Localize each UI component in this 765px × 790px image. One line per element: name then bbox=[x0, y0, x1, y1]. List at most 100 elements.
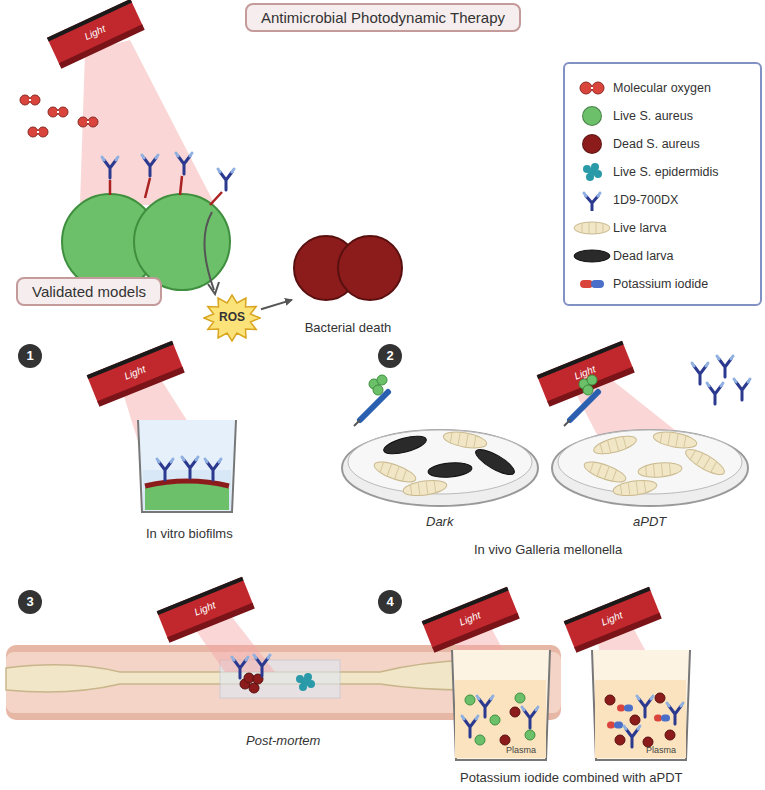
illustration-part bbox=[176, 153, 192, 174]
legend-icon bbox=[571, 217, 613, 239]
illustration-part bbox=[204, 212, 214, 290]
illustration-part bbox=[717, 356, 733, 377]
illustration-part bbox=[472, 445, 517, 479]
illustration-part bbox=[145, 483, 229, 510]
legend-row: Live larva bbox=[571, 214, 754, 242]
legend-row: Dead S. aureus bbox=[571, 130, 754, 158]
illustration-part bbox=[537, 341, 635, 407]
illustration-part bbox=[572, 189, 612, 211]
illustration-part bbox=[586, 173, 594, 181]
illustration-part bbox=[218, 169, 234, 190]
legend-row: Live S. epidermidis bbox=[571, 158, 754, 186]
ros-burst: ROS bbox=[203, 294, 261, 342]
illustration-part bbox=[574, 250, 610, 262]
illustration-part bbox=[637, 461, 682, 479]
legend-box: Molecular oxygenLive S. aureusDead S. au… bbox=[563, 62, 762, 306]
illustration-part bbox=[595, 680, 686, 758]
illustration-part bbox=[592, 650, 690, 760]
illustration-part bbox=[515, 693, 525, 703]
illustration-part bbox=[615, 735, 625, 745]
caption-label: Dark bbox=[426, 514, 453, 529]
illustration-part bbox=[580, 82, 592, 94]
legend-swatch bbox=[582, 134, 602, 154]
illustration-part bbox=[402, 478, 448, 498]
illustration-part bbox=[652, 429, 698, 450]
illustration-part bbox=[87, 341, 185, 407]
illustration-part bbox=[244, 673, 254, 683]
legend-row: Potassium iodide bbox=[571, 270, 754, 298]
illustration-part bbox=[564, 587, 662, 653]
caption-label: Plasma bbox=[506, 745, 536, 755]
illustration-part bbox=[452, 650, 550, 760]
legend-icon bbox=[571, 77, 613, 99]
illustration-part bbox=[667, 703, 683, 724]
illustration-part bbox=[472, 445, 517, 479]
illustration-part bbox=[572, 161, 612, 183]
node-text: 2 bbox=[386, 348, 393, 363]
illustration-part bbox=[372, 458, 418, 486]
illustration-part bbox=[594, 170, 602, 178]
illustration-part bbox=[249, 683, 259, 693]
legend-row: Dead larva bbox=[571, 242, 754, 270]
illustration-part bbox=[422, 587, 520, 653]
illustration-part bbox=[582, 458, 628, 486]
connector-arrow bbox=[261, 300, 292, 309]
legend-text: Molecular oxygen bbox=[613, 81, 711, 95]
illustration-part bbox=[442, 429, 488, 450]
illustration-part bbox=[583, 163, 602, 181]
caption-label: aPDT bbox=[633, 514, 666, 529]
illustration-part bbox=[145, 481, 229, 486]
legend-icon bbox=[571, 273, 613, 295]
section-band: Validated models bbox=[16, 277, 162, 306]
illustration-part bbox=[580, 82, 604, 94]
legend-row: Molecular oxygen bbox=[571, 74, 754, 102]
illustration-part bbox=[47, 0, 145, 69]
illustration-part bbox=[382, 433, 428, 458]
illustration-part bbox=[422, 587, 520, 653]
illustration-part bbox=[605, 695, 615, 705]
illustration-part bbox=[630, 715, 640, 725]
illustration-part bbox=[78, 117, 98, 127]
legend-swatch bbox=[582, 106, 602, 126]
legend-icon bbox=[571, 245, 613, 267]
illustration-part bbox=[157, 459, 173, 480]
illustration-part bbox=[572, 275, 612, 293]
legend-text: Live S. epidermidis bbox=[613, 165, 719, 179]
illustration-part bbox=[612, 478, 658, 498]
illustration-part bbox=[47, 0, 145, 69]
illustration-part bbox=[582, 458, 628, 486]
legend-text: Live larva bbox=[613, 221, 667, 235]
illustration-part bbox=[584, 193, 600, 196]
illustration-part bbox=[157, 577, 255, 643]
starburst-shape bbox=[204, 295, 260, 341]
illustration-part bbox=[607, 722, 623, 729]
caption-label: Post-mortem bbox=[246, 733, 320, 748]
caption-label: In vitro biofilms bbox=[146, 526, 233, 541]
illustration-part bbox=[205, 459, 221, 480]
illustration-part bbox=[572, 78, 612, 98]
illustration-part bbox=[442, 429, 488, 450]
illustration-part bbox=[157, 577, 255, 643]
illustration-part bbox=[564, 375, 598, 426]
illustration-part bbox=[584, 193, 600, 211]
illustration-part bbox=[617, 705, 633, 712]
legend-icon bbox=[571, 189, 613, 211]
illustration-part bbox=[525, 730, 535, 740]
illustration-part bbox=[592, 433, 638, 458]
illustration-part bbox=[583, 165, 591, 173]
illustration-part bbox=[574, 222, 610, 234]
illustration-part bbox=[254, 655, 270, 676]
legend-icon bbox=[571, 133, 613, 155]
illustration-part bbox=[465, 695, 475, 705]
illustration-part bbox=[182, 457, 198, 478]
illustration-part bbox=[707, 383, 723, 404]
illustration-part bbox=[87, 341, 185, 407]
legend-icon bbox=[571, 105, 613, 127]
illustration-part bbox=[592, 433, 638, 458]
illustration-part bbox=[591, 163, 599, 171]
node-text: ROS bbox=[203, 310, 261, 324]
illustration-part bbox=[510, 707, 520, 717]
callout-number: 2 bbox=[378, 344, 402, 368]
illustration-part bbox=[477, 696, 493, 717]
illustration-part bbox=[372, 458, 418, 486]
